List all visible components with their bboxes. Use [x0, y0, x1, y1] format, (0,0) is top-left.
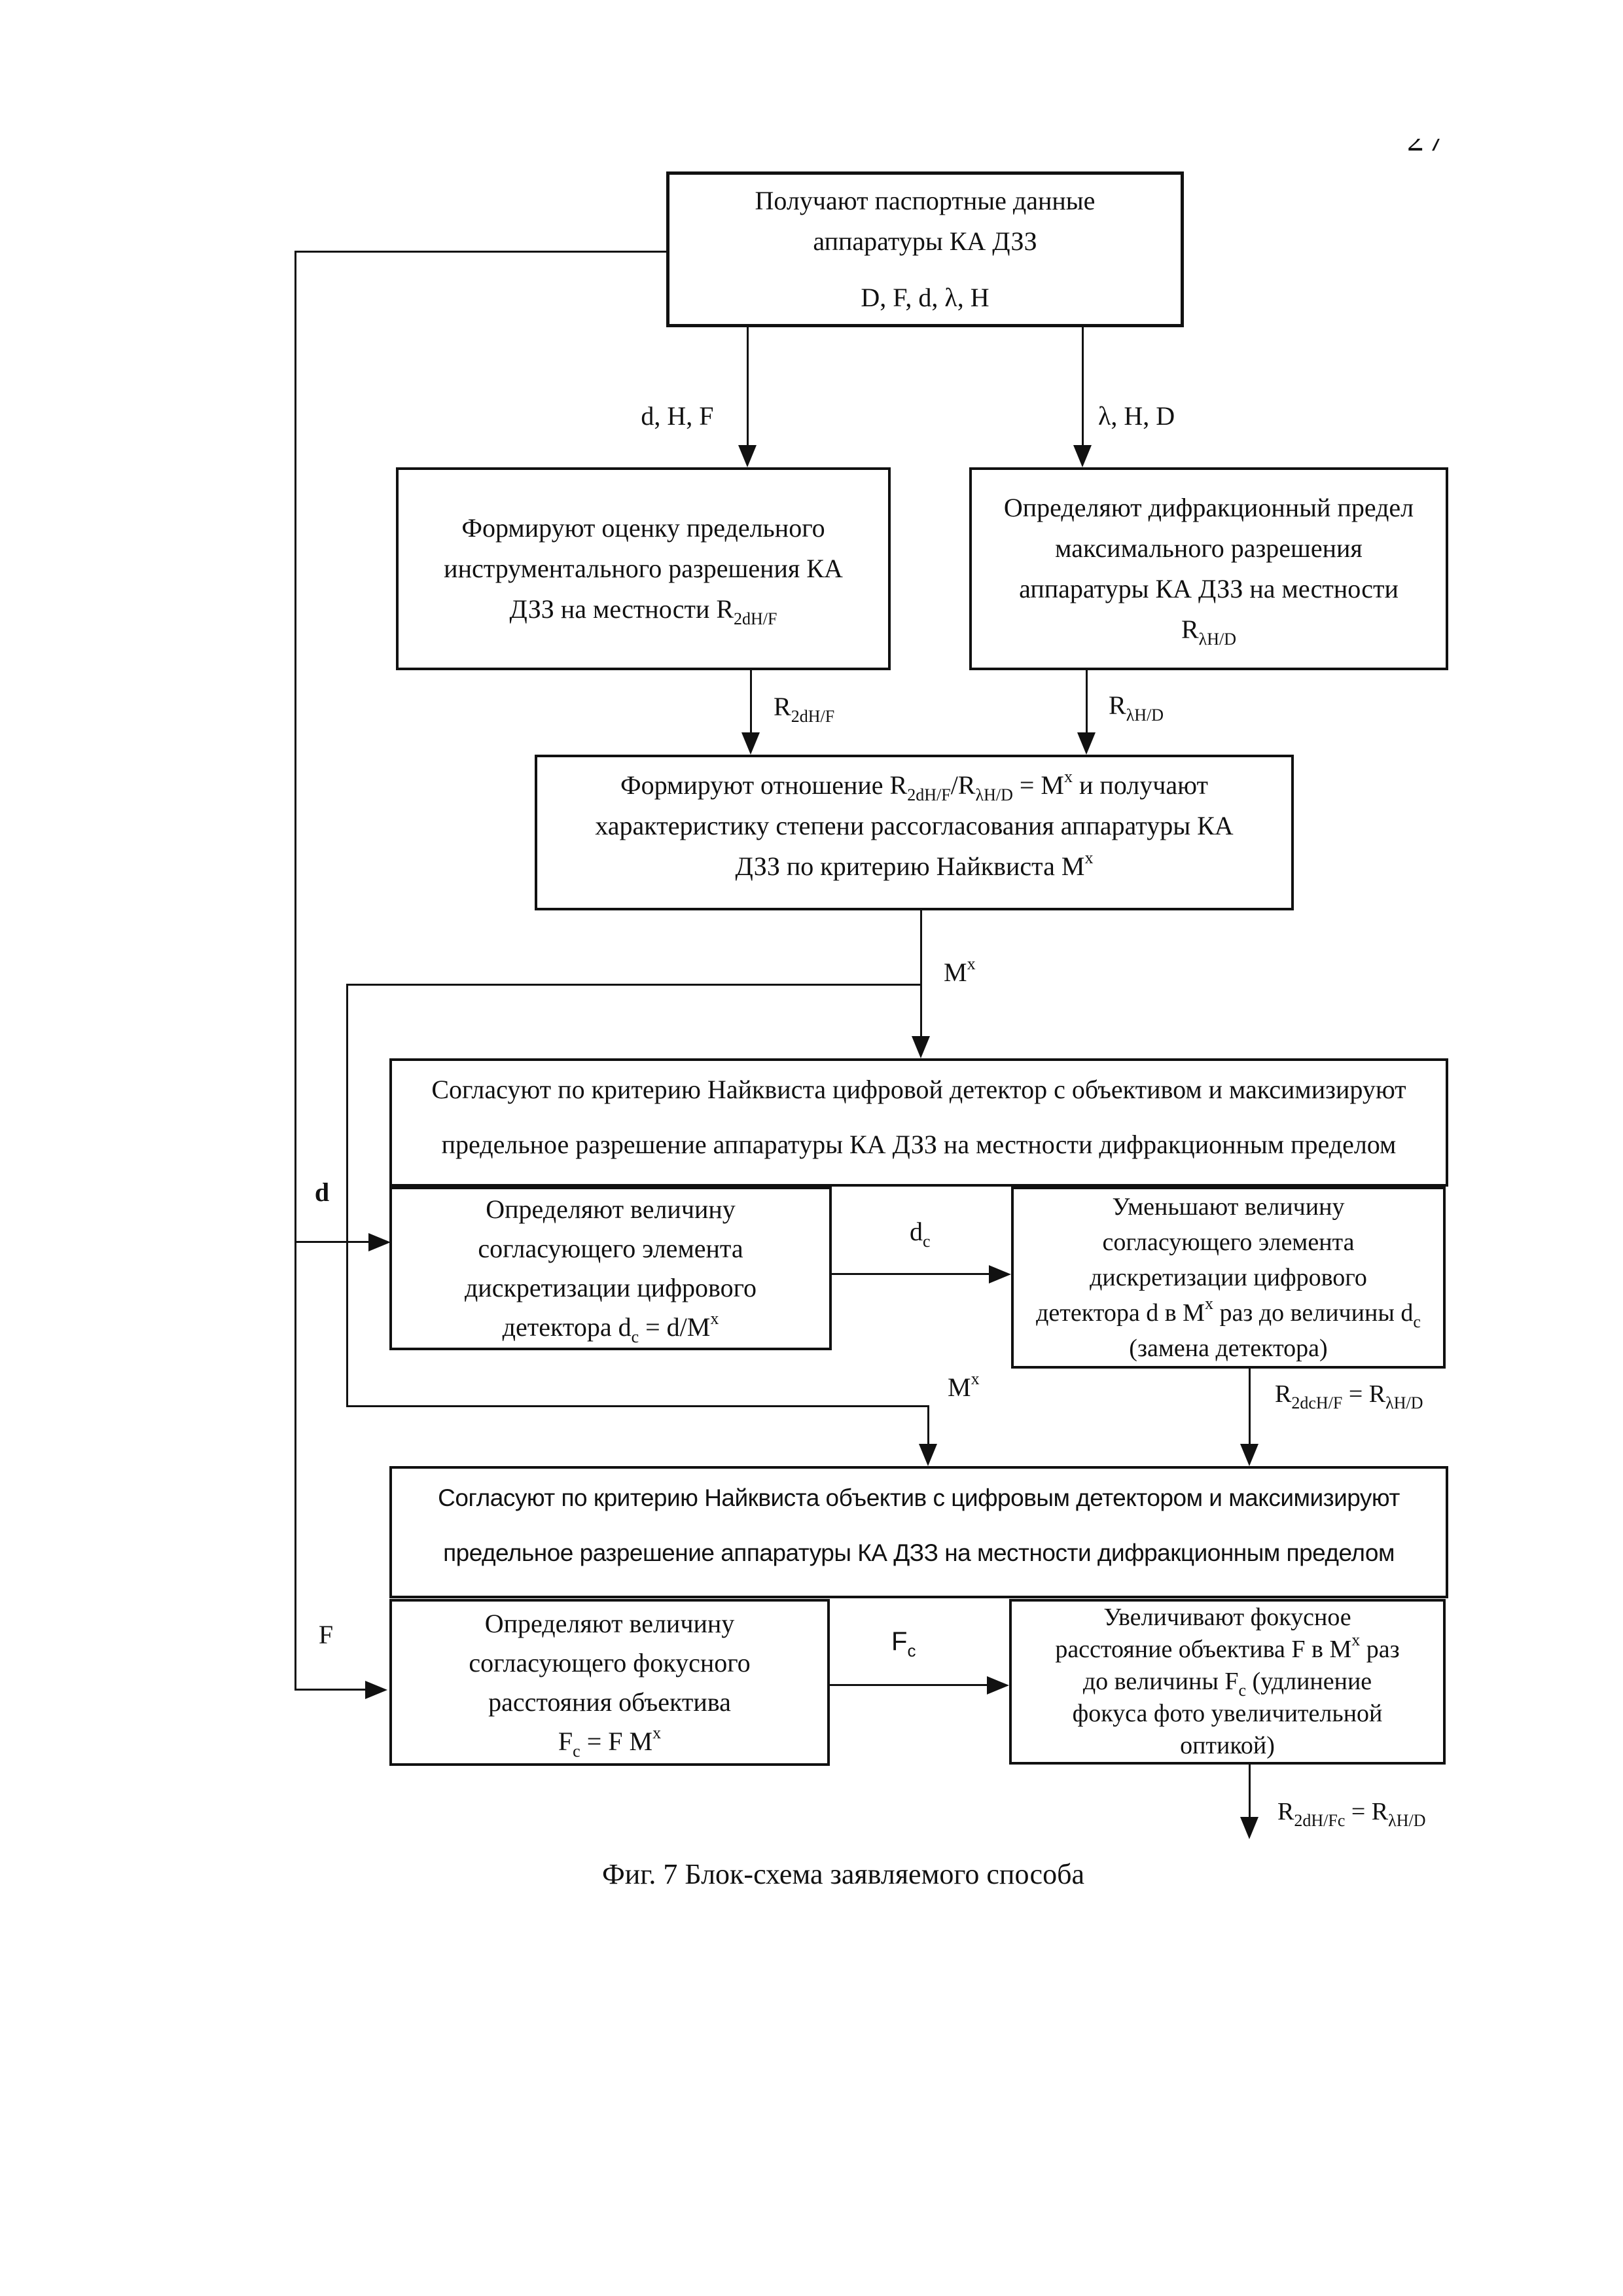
box-text-line: детектора d в Mx раз до величины dc: [1036, 1294, 1421, 1331]
arrowhead-icon: [1240, 1817, 1258, 1839]
connector-line: [747, 327, 749, 446]
box-text-line: Определяют величину: [486, 1194, 736, 1224]
box-text-line: Согласуют по критерию Найквиста цифровой…: [431, 1075, 1406, 1104]
flow-box-diffraction-limit: Определяют дифракционный предел максимал…: [969, 467, 1448, 670]
flow-box-determine-dc: Определяют величину согласующего элемент…: [389, 1187, 832, 1350]
arrowhead-icon: [368, 1233, 391, 1251]
connector-line: [294, 1241, 370, 1243]
flow-box-match-lens-to-detector: Согласуют по критерию Найквиста объектив…: [389, 1466, 1448, 1598]
arrowhead-icon: [365, 1681, 387, 1699]
edge-label-r2dchf-eq: R2dcH/F = RλH/D: [1275, 1380, 1423, 1412]
edge-label-d: d: [314, 1177, 330, 1207]
edge-label-lhd: λ, H, D: [1098, 401, 1175, 431]
connector-line: [346, 984, 921, 986]
edge-label-r2dhf: R2dH/F: [774, 692, 835, 726]
connector-line: [1082, 327, 1084, 446]
connector-line: [832, 1273, 989, 1275]
connector-line: [294, 251, 668, 253]
box-text-line: аппаратуры КА ДЗЗ на местности: [1019, 574, 1399, 603]
box-text-line: расстояние объектива F в Mx раз: [1055, 1630, 1400, 1664]
box-text-line: согласующего элемента: [478, 1234, 743, 1263]
edge-label-fc: Fc: [891, 1627, 916, 1660]
box-text-line: ДЗЗ по критерию Найквиста Mx: [735, 848, 1094, 882]
edge-label-mx-1: Mx: [944, 954, 976, 988]
page-number: 27: [1407, 139, 1449, 158]
box-text-line: Увеличивают фокусное: [1103, 1604, 1351, 1631]
box-text-line: фокуса фото увеличительной: [1072, 1700, 1383, 1727]
edge-label-f: F: [318, 1620, 334, 1649]
connector-line: [927, 1405, 929, 1445]
edge-label-r2dhfc-eq: R2dH/Fc = RλH/D: [1277, 1798, 1426, 1830]
box-text-line: максимального разрешения: [1055, 533, 1363, 563]
connector-line: [750, 670, 752, 733]
arrowhead-icon: [912, 1036, 930, 1058]
edge-label-mx-2: Mx: [948, 1369, 980, 1403]
figure-caption: Фиг. 7 Блок-схема заявляемого способа: [602, 1858, 1084, 1890]
connector-line: [1249, 1765, 1251, 1818]
box-text-line: Уменьшают величину: [1112, 1193, 1345, 1221]
box-text-line: инструментального разрешения КА: [444, 554, 843, 583]
box-text-line: характеристику степени рассогласования а…: [595, 811, 1234, 840]
flow-box-ratio-mx: Формируют отношение R2dH/F/RλH/D = Mx и …: [535, 755, 1294, 910]
box-text-line: Получают паспортные данные: [755, 186, 1096, 215]
edge-label-dc: dc: [910, 1217, 931, 1251]
arrowhead-icon: [1077, 732, 1096, 755]
box-text-line: (замена детектора): [1129, 1335, 1328, 1362]
connector-line: [294, 251, 296, 1690]
box-text-line: аппаратуры КА ДЗЗ: [813, 226, 1037, 256]
box-text-line: Fc = F Mx: [558, 1723, 662, 1761]
box-text-line: ДЗЗ на местности R2dH/F: [509, 594, 777, 628]
box-text-line: предельное разрешение аппаратуры КА ДЗЗ …: [441, 1130, 1397, 1159]
box-text-line: детектора dc = d/Mx: [502, 1309, 719, 1346]
arrowhead-icon: [1073, 445, 1092, 467]
box-text-line: RλH/D: [1181, 615, 1237, 649]
box-text-line: согласующего фокусного: [469, 1647, 751, 1677]
connector-line: [294, 1689, 366, 1691]
box-text-line: Определяют величину: [484, 1608, 735, 1638]
flow-box-passport-data: Получают паспортные данные аппаратуры КА…: [666, 171, 1184, 327]
flow-box-determine-fc: Определяют величину согласующего фокусно…: [389, 1599, 830, 1766]
box-text-line: D, F, d, λ, H: [861, 283, 990, 312]
box-text-line: дискретизации цифрового: [1090, 1264, 1367, 1291]
connector-line: [1249, 1369, 1251, 1445]
connector-line: [830, 1684, 987, 1686]
box-text-line: Формируют отношение R2dH/F/RλH/D = Mx и …: [620, 767, 1208, 804]
edge-label-dhf: d, H, F: [641, 401, 714, 431]
arrowhead-icon: [989, 1265, 1011, 1283]
box-text-line: предельное разрешение аппаратуры КА ДЗЗ …: [443, 1539, 1395, 1566]
connector-line: [1086, 670, 1088, 733]
box-text-line: оптикой): [1180, 1732, 1275, 1759]
arrowhead-icon: [741, 732, 760, 755]
arrowhead-icon: [987, 1676, 1009, 1695]
edge-label-rlhd: RλH/D: [1109, 691, 1164, 725]
box-text-line: расстояния объектива: [488, 1687, 731, 1717]
box-text-line: дискретизации цифрового: [464, 1273, 757, 1302]
connector-line: [920, 910, 922, 1037]
flow-box-reduce-detector-pitch: Уменьшают величину согласующего элемента…: [1011, 1187, 1446, 1369]
box-text-line: до величины Fc (удлинение: [1082, 1668, 1372, 1700]
arrowhead-icon: [1240, 1444, 1258, 1466]
flow-box-increase-focal-length: Увеличивают фокусное расстояние объектив…: [1009, 1599, 1446, 1765]
arrowhead-icon: [919, 1444, 937, 1466]
flow-box-instrumental-resolution: Формируют оценку предельного инструмента…: [396, 467, 891, 670]
box-text-line: Согласуют по критерию Найквиста объектив…: [438, 1484, 1400, 1511]
box-text-line: Определяют дифракционный предел: [1003, 493, 1414, 522]
box-text-line: согласующего элемента: [1102, 1229, 1355, 1256]
flow-box-match-detector-to-lens: Согласуют по критерию Найквиста цифровой…: [389, 1058, 1448, 1187]
arrowhead-icon: [738, 445, 757, 467]
connector-line: [346, 1405, 929, 1407]
connector-line: [346, 984, 348, 1407]
box-text-line: Формируют оценку предельного: [461, 513, 825, 543]
